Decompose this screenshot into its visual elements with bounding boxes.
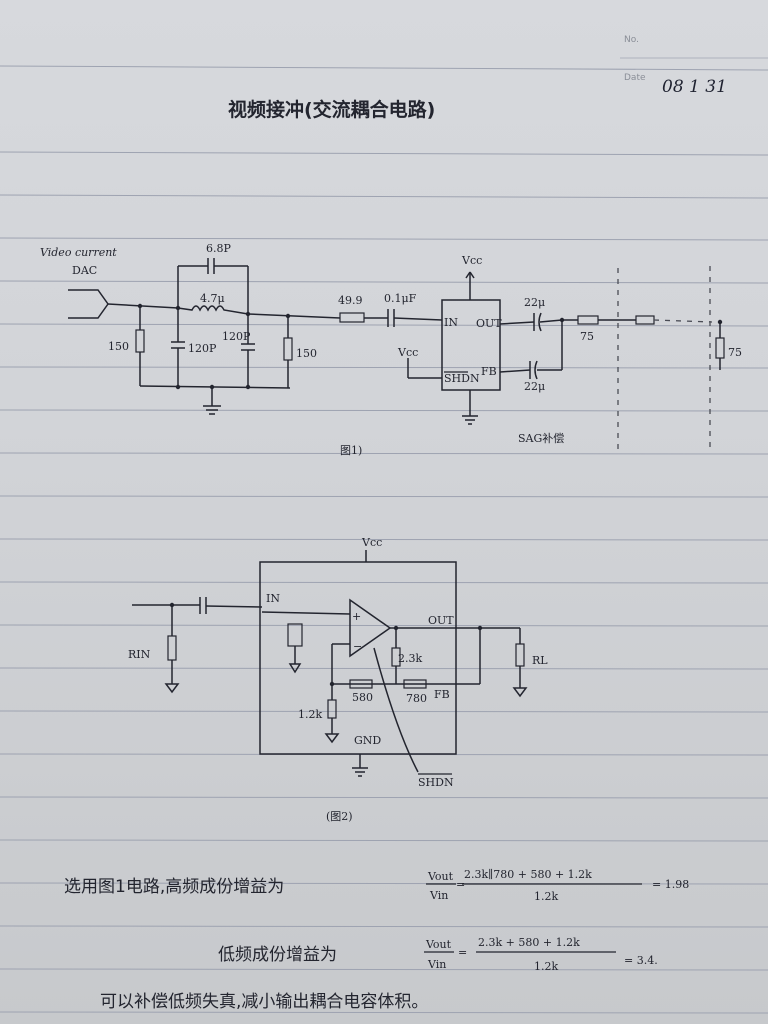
svg-text:−: − (353, 640, 362, 653)
fig1-input-label-1: Video current (40, 246, 117, 259)
date-label: Date (624, 73, 646, 83)
eq1-frac-den: Vin (429, 889, 448, 902)
date-value: 08 1 31 (662, 77, 727, 97)
resistor-150-left (135, 329, 145, 353)
figure-1-schematic: Video current DAC 150 6.8P 4.7μ 120P (40, 242, 742, 457)
r75-load-label: 75 (728, 346, 742, 359)
amplifier-block-box (259, 561, 457, 755)
eq2-expr-den: 1.2k (534, 960, 558, 973)
cap-120p-right-label: 120P (222, 330, 251, 343)
fig1-vcc-top: Vcc (461, 254, 482, 267)
r49-9-label: 49.9 (338, 294, 363, 307)
no-label: No. (624, 35, 639, 45)
fig2-shdn: SHDN (418, 776, 454, 789)
figure-2-caption: (图2) (326, 810, 353, 823)
ruled-lines (0, 57, 768, 1014)
rin-label: RIN (128, 648, 151, 661)
dac-connector-icon (68, 289, 109, 319)
r150-right-label: 150 (296, 347, 317, 360)
eq2-expr-num: 2.3k + 580 + 1.2k (478, 936, 580, 949)
resistor-150-right (283, 337, 293, 361)
r-780-label: 780 (406, 692, 427, 705)
cap-22u-top-label: 22μ (524, 296, 545, 309)
eq2-frac-num: Vout (425, 938, 452, 951)
sag-compensation-label: SAG补偿 (518, 431, 564, 445)
eq1-result: = 1.98 (652, 878, 689, 891)
resistor-49-9 (339, 312, 365, 323)
eq2-result: = 3.4. (624, 954, 658, 967)
r150-left-label: 150 (108, 340, 129, 353)
page-title: 视频接冲(交流耦合电路) (228, 98, 435, 121)
eq2-text: 低频成份增益为 (218, 945, 337, 965)
fig2-pin-out: OUT (428, 614, 454, 627)
eq2-frac-den: Vin (427, 958, 446, 971)
fb-label: FB (434, 688, 450, 701)
eq1-frac-num: Vout (427, 870, 454, 883)
amplifier-ic-box (441, 299, 501, 391)
svg-text:+: + (352, 610, 361, 623)
cap-120p-left-label: 120P (188, 342, 217, 355)
fig2-gnd: GND (354, 734, 381, 747)
svg-text:=: = (458, 946, 467, 959)
eq1-text: 选用图1电路,高频成份增益为 (64, 877, 284, 897)
cap-22u-bottom-label: 22μ (524, 380, 545, 393)
eq1-expr-num: 2.3k∥780 + 580 + 1.2k (464, 868, 592, 881)
resistor-rl (515, 643, 525, 667)
fig2-pin-in: IN (266, 592, 280, 605)
figure-1-caption: 图1) (340, 444, 362, 457)
svg-text:=: = (456, 878, 465, 891)
fig1-input-label-2: DAC (72, 264, 97, 277)
ic-pin-shdn: SHDN (444, 372, 480, 385)
resistor-75-load (715, 337, 725, 359)
resistor-rin (167, 635, 177, 661)
r-580-label: 580 (352, 691, 373, 704)
r75-series-label: 75 (580, 330, 594, 343)
figure-2-schematic: Vcc RIN IN + − OUT 2.3k (128, 536, 548, 823)
inductor-label: 4.7μ (200, 292, 225, 305)
opamp-triangle-icon (349, 598, 392, 658)
gain-equations: 选用图1电路,高频成份增益为 Vout Vin = 2.3k∥780 + 580… (64, 868, 689, 1012)
ic-pin-out: OUT (476, 317, 502, 330)
eq1-expr-den: 1.2k (534, 890, 558, 903)
fig2-vcc: Vcc (361, 536, 382, 549)
cap-6-8p-label: 6.8P (206, 242, 231, 255)
r-2-3k-label: 2.3k (398, 652, 422, 665)
ic-pin-fb: FB (481, 365, 497, 378)
inductor-symbol (177, 305, 249, 315)
eq3-text: 可以补偿低频失真,减小输出耦合电容体积。 (100, 992, 428, 1012)
r-1-2k-label: 1.2k (298, 708, 322, 721)
fig1-vcc-left: Vcc (397, 346, 418, 359)
c0-1uf-label: 0.1μF (384, 292, 417, 305)
resistor-75-series (577, 315, 599, 325)
rl-label: RL (532, 654, 548, 667)
ic-pin-in: IN (444, 316, 458, 329)
